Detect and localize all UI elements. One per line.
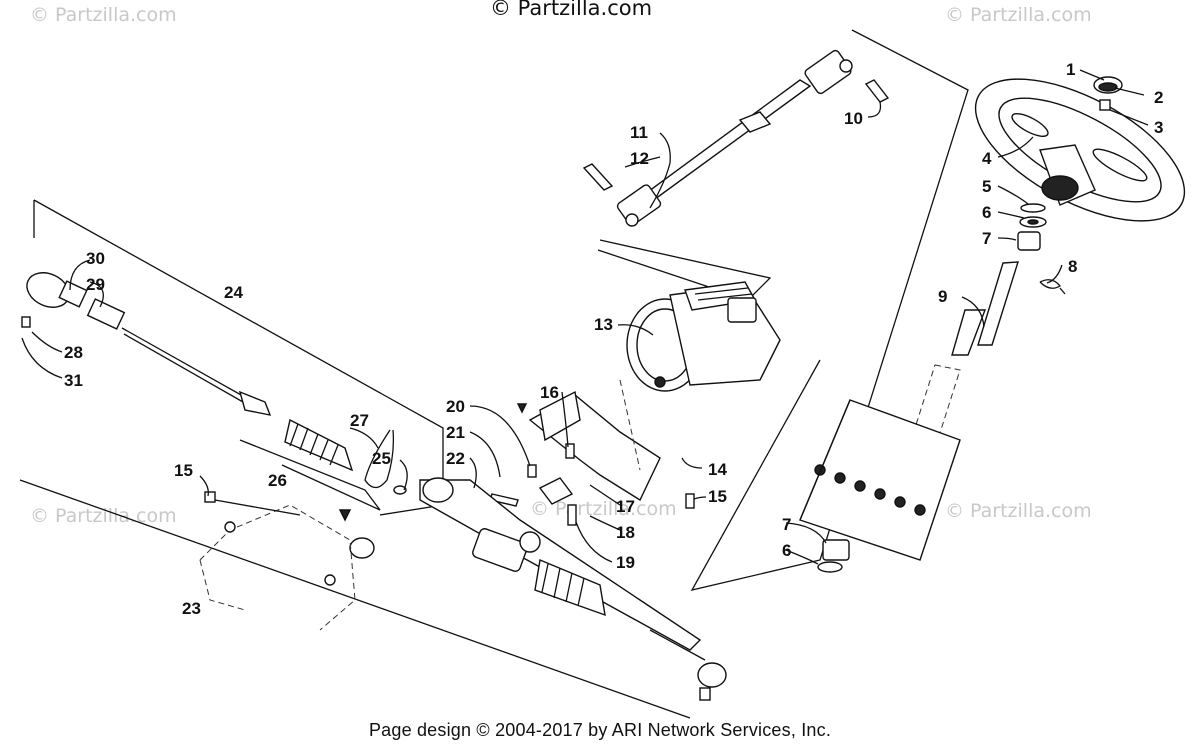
callout-5: 5 [982,177,991,196]
rack-assembly-frame [33,199,444,516]
callout-7: 7 [982,229,991,248]
callout-1: 1 [1066,60,1075,79]
rack-boot-part [284,418,395,489]
callout-22: 22 [446,449,465,468]
callout-6: 6 [982,203,991,222]
wheel-cap-part [1093,76,1123,111]
callout-9: 9 [938,287,947,306]
callout-28: 28 [64,343,83,362]
watermark: © Partzilla.com [945,500,1092,522]
callout-29: 29 [86,275,105,294]
shaft-bolts [582,79,890,191]
callout-25: 25 [372,449,391,468]
eps-bracket-part [516,379,661,502]
watermark: © Partzilla.com [30,505,177,527]
column-mount-bracket [799,364,961,573]
callout-19: 19 [616,553,635,572]
callout-4: 4 [982,149,992,168]
callout-10: 10 [844,109,863,128]
callout-12: 12 [630,149,649,168]
callout-30: 30 [86,249,105,268]
callout-27: 27 [350,411,369,430]
callout-7-b: 7 [782,515,791,534]
callout-13: 13 [594,315,613,334]
frame-mount-part [199,499,356,631]
steering-wheel-part [974,78,1186,222]
callout-6-b: 6 [782,541,791,560]
rack-lower-frame [19,479,691,719]
callout-16: 16 [540,383,559,402]
watermark: © Partzilla.com [30,4,177,26]
page-footer: Page design © 2004-2017 by ARI Network S… [368,720,832,740]
callout-14: 14 [708,460,727,479]
leader-lines [21,69,1149,565]
eps-motor-part [626,281,781,392]
callout-20: 20 [446,397,465,416]
callout-8: 8 [1068,257,1077,276]
callout-18: 18 [616,523,635,542]
callout-23: 23 [182,599,201,618]
callout-24: 24 [224,283,243,302]
watermark: © Partzilla.com [945,4,1092,26]
shaft-frame [597,239,772,301]
rack-housing-part [349,477,727,701]
intermediate-shaft-part [616,49,853,227]
callout-11: 11 [630,123,648,142]
tie-rod-part [21,272,272,416]
column-parts [951,203,1066,356]
callout-15-b: 15 [708,487,727,506]
callout-3: 3 [1154,118,1163,137]
watermark: © Partzilla.com [530,498,677,520]
callout-26: 26 [268,471,287,490]
callout-15: 15 [174,461,193,480]
copyright-header: © Partzilla.com [490,0,653,20]
column-frame [690,29,969,591]
callout-2: 2 [1154,88,1163,107]
callout-21: 21 [446,423,465,442]
callout-31: 31 [64,371,83,390]
callout-17: 17 [616,497,635,516]
